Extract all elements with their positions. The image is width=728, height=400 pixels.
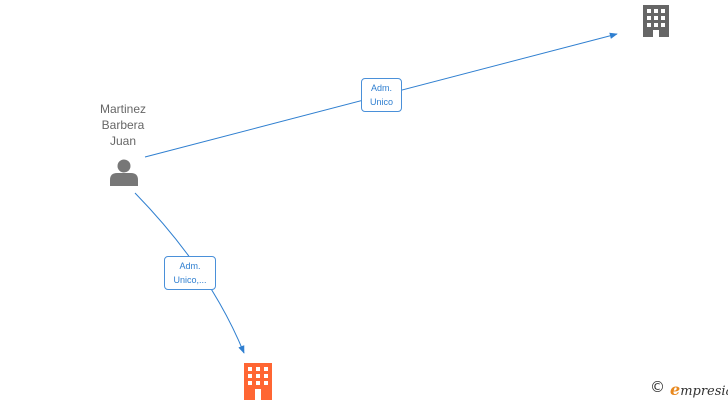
- person-name-line: Juan: [109, 134, 137, 148]
- brand-logo[interactable]: empresia: [670, 380, 728, 399]
- relation-label-line: Adm.: [179, 261, 201, 271]
- relation-label-1[interactable]: Adm. Unico: [361, 78, 402, 112]
- brand-initial: e: [670, 380, 681, 399]
- relation-label-line: Unico,...: [173, 275, 207, 285]
- person-name-line: Barbera: [101, 118, 145, 132]
- copyright-icon: ©: [650, 378, 665, 396]
- relation-label-line: Unico: [369, 97, 393, 107]
- relation-label-line: Adm.: [370, 83, 392, 93]
- building-icon[interactable]: [643, 5, 669, 37]
- brand-name: mpresia: [680, 384, 728, 399]
- person-icon[interactable]: [110, 159, 138, 187]
- person-name[interactable]: Martinez Barbera Juan: [82, 101, 164, 149]
- person-name-line: Martinez: [99, 102, 146, 116]
- building-icon-highlighted[interactable]: [244, 363, 272, 400]
- relation-label-2[interactable]: Adm. Unico,...: [164, 256, 216, 290]
